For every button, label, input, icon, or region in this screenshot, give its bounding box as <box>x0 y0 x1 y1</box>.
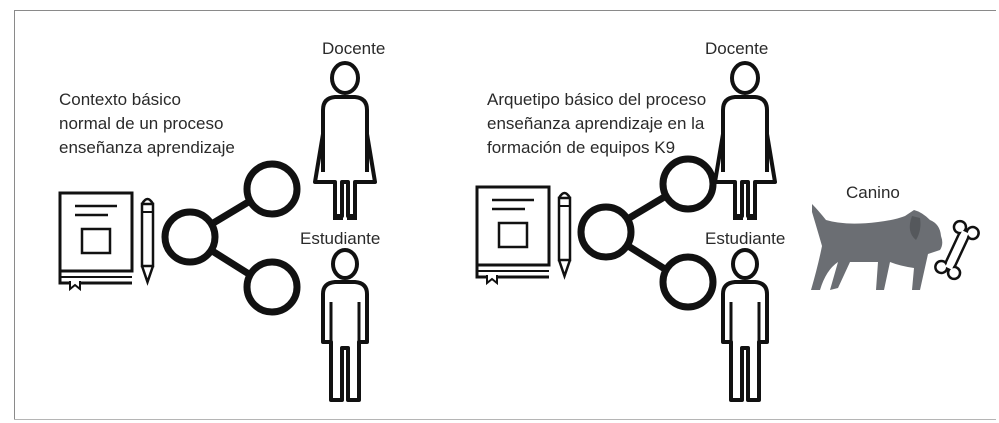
teacher-woman-icon-2 <box>713 61 777 222</box>
left-caption-line-2: normal de un proceso <box>59 114 224 133</box>
bottom-divider <box>14 419 996 420</box>
left-student-label: Estudiante <box>300 229 381 248</box>
right-caption-line-1: Arquetipo básico del proceso <box>487 90 707 109</box>
share-network-icon <box>165 164 297 312</box>
left-caption-line-1: Contexto básico <box>59 90 181 109</box>
left-caption: Contexto básico normal de un proceso ens… <box>59 88 235 160</box>
left-teacher-label: Docente <box>322 39 386 58</box>
student-man-icon <box>321 248 369 402</box>
student-man-icon-2 <box>721 248 769 402</box>
right-teacher-label: Docente <box>705 39 769 58</box>
book-pencil-icon <box>58 191 155 291</box>
teacher-woman-icon <box>313 61 377 222</box>
figure-frame <box>14 10 996 420</box>
right-caption-line-3: formación de equipos K9 <box>487 138 676 157</box>
left-caption-line-3: enseñanza aprendizaje <box>59 138 235 157</box>
book-pencil-icon-2 <box>475 185 572 285</box>
dog-icon <box>811 204 943 290</box>
dog-label: Canino <box>846 183 900 202</box>
bone-icon <box>934 219 980 281</box>
right-caption: Arquetipo básico del proceso enseñanza a… <box>487 88 706 160</box>
share-network-icon-2 <box>581 159 713 307</box>
right-student-label: Estudiante <box>705 229 786 248</box>
right-caption-line-2: enseñanza aprendizaje en la <box>487 114 705 133</box>
